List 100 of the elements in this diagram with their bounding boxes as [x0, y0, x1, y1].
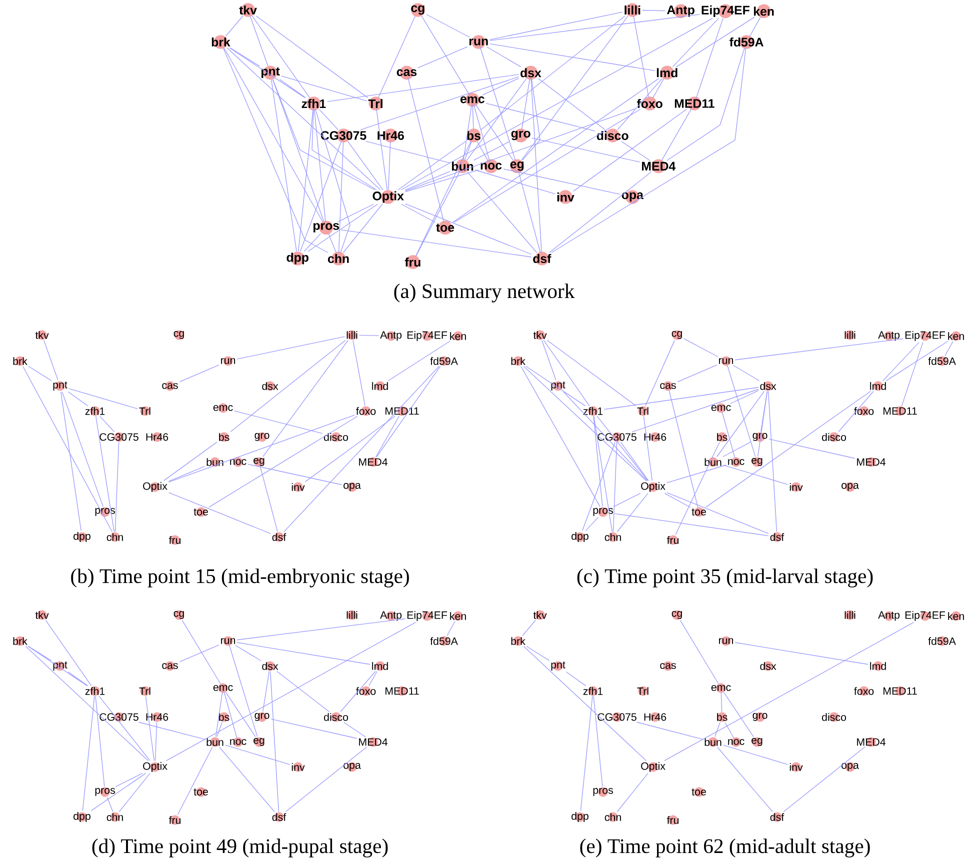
edge-line	[582, 442, 616, 532]
edge-line	[944, 340, 954, 356]
gene-node: dsx	[760, 381, 776, 391]
edge-line	[518, 172, 541, 253]
gene-node: gro	[752, 432, 768, 442]
gene-node: run	[719, 636, 734, 646]
edge-line	[358, 334, 380, 336]
gene-node: eg	[254, 457, 264, 467]
edge-line	[163, 442, 218, 482]
gene-node: fd59A	[430, 636, 458, 646]
edge-line	[378, 16, 416, 98]
gene-node: fru	[666, 815, 679, 825]
edge-line	[486, 46, 522, 68]
gene-node: pnt	[551, 661, 566, 671]
gene-node: noc	[728, 457, 744, 467]
gene-node: Optix	[641, 482, 666, 492]
gene-node: inv	[292, 762, 305, 772]
edge-line	[315, 109, 350, 253]
edge-line	[90, 772, 146, 812]
edge-line	[96, 416, 114, 532]
gene-node: Antp	[878, 331, 900, 341]
edge-line	[284, 366, 440, 532]
panel-caption: (d) Time point 49 (mid-pupal stage)	[92, 838, 388, 858]
edge-line	[616, 772, 648, 812]
gene-node: Antp	[380, 331, 402, 341]
gene-node: emc	[213, 403, 233, 413]
edge-line	[593, 416, 603, 508]
edge-line	[298, 109, 314, 252]
edge-line	[722, 441, 752, 458]
edge-line	[44, 340, 58, 380]
gene-node: Optix	[641, 762, 666, 772]
gene-node: CG3075	[100, 712, 138, 722]
gene-node: fru	[168, 815, 181, 825]
edge-line	[684, 338, 718, 358]
edge-line	[722, 464, 788, 485]
gene-node: cas	[660, 661, 676, 671]
edge-line	[304, 233, 321, 252]
gene-node: dpp	[572, 532, 588, 542]
gene-node: MED4	[359, 457, 388, 467]
edge-line	[417, 46, 468, 68]
gene-node: inv	[557, 190, 574, 204]
gene-node: Hr46	[644, 712, 666, 722]
gene-node: disco	[324, 712, 348, 722]
edge-line	[22, 366, 112, 532]
gene-node: MED11	[386, 406, 419, 416]
edge-line	[222, 48, 328, 253]
edge-line	[580, 696, 593, 812]
edge-line	[272, 79, 324, 222]
edge-line	[208, 416, 358, 508]
edge-line	[521, 78, 530, 130]
edge-line	[882, 342, 920, 382]
edge-line	[621, 141, 650, 161]
gene-node: tkv	[239, 3, 257, 17]
edge-line	[368, 670, 378, 686]
edge-line	[224, 48, 324, 222]
gene-node: fru	[168, 535, 181, 545]
gene-node: opa	[344, 762, 361, 772]
edge-line	[168, 414, 355, 482]
gene-node: Optix	[143, 762, 168, 772]
edge-line	[224, 692, 238, 738]
gene-node: fd59A	[928, 356, 956, 366]
edge-line	[338, 140, 344, 253]
edge-line	[415, 141, 472, 257]
edge-line	[482, 78, 520, 96]
gene-node: opa	[622, 190, 644, 204]
edge-line	[486, 102, 596, 132]
gene-node: Hr46	[146, 432, 168, 442]
gene-node: fru	[666, 535, 679, 545]
gene-node: lmd	[656, 66, 678, 80]
edge-line	[260, 466, 278, 532]
gene-node: run	[221, 636, 236, 646]
gene-node: disco	[822, 712, 846, 722]
edge-line	[230, 48, 260, 66]
edge-line	[714, 722, 720, 738]
edge-line	[722, 744, 788, 765]
gene-node: disco	[596, 128, 628, 142]
edge-line	[99, 416, 115, 432]
gene-node: eg	[752, 457, 762, 467]
gene-node: dsf	[533, 252, 552, 266]
gene-node: pnt	[53, 381, 68, 391]
gene-node: cas	[162, 381, 178, 391]
edge-line	[530, 78, 542, 253]
gene-node: brk	[511, 356, 526, 366]
gene-node: Hr46	[378, 128, 404, 142]
gene-node: Eip74EF	[905, 331, 946, 341]
edge-line	[216, 722, 222, 738]
gene-node: bun	[704, 457, 722, 467]
edge-line	[114, 442, 120, 532]
gene-node: lilli	[346, 330, 358, 340]
edge-line	[28, 646, 88, 686]
gene-node: lmd	[870, 381, 886, 391]
edge-line	[234, 410, 323, 434]
edge-line	[633, 16, 650, 98]
gene-node: dsf	[272, 532, 286, 542]
gene-node: noc	[728, 737, 744, 747]
edge-line	[532, 138, 640, 162]
edge-line	[734, 642, 868, 665]
gene-node: brk	[511, 636, 526, 646]
gene-node: zfh1	[85, 686, 105, 696]
edge-line	[352, 340, 366, 406]
